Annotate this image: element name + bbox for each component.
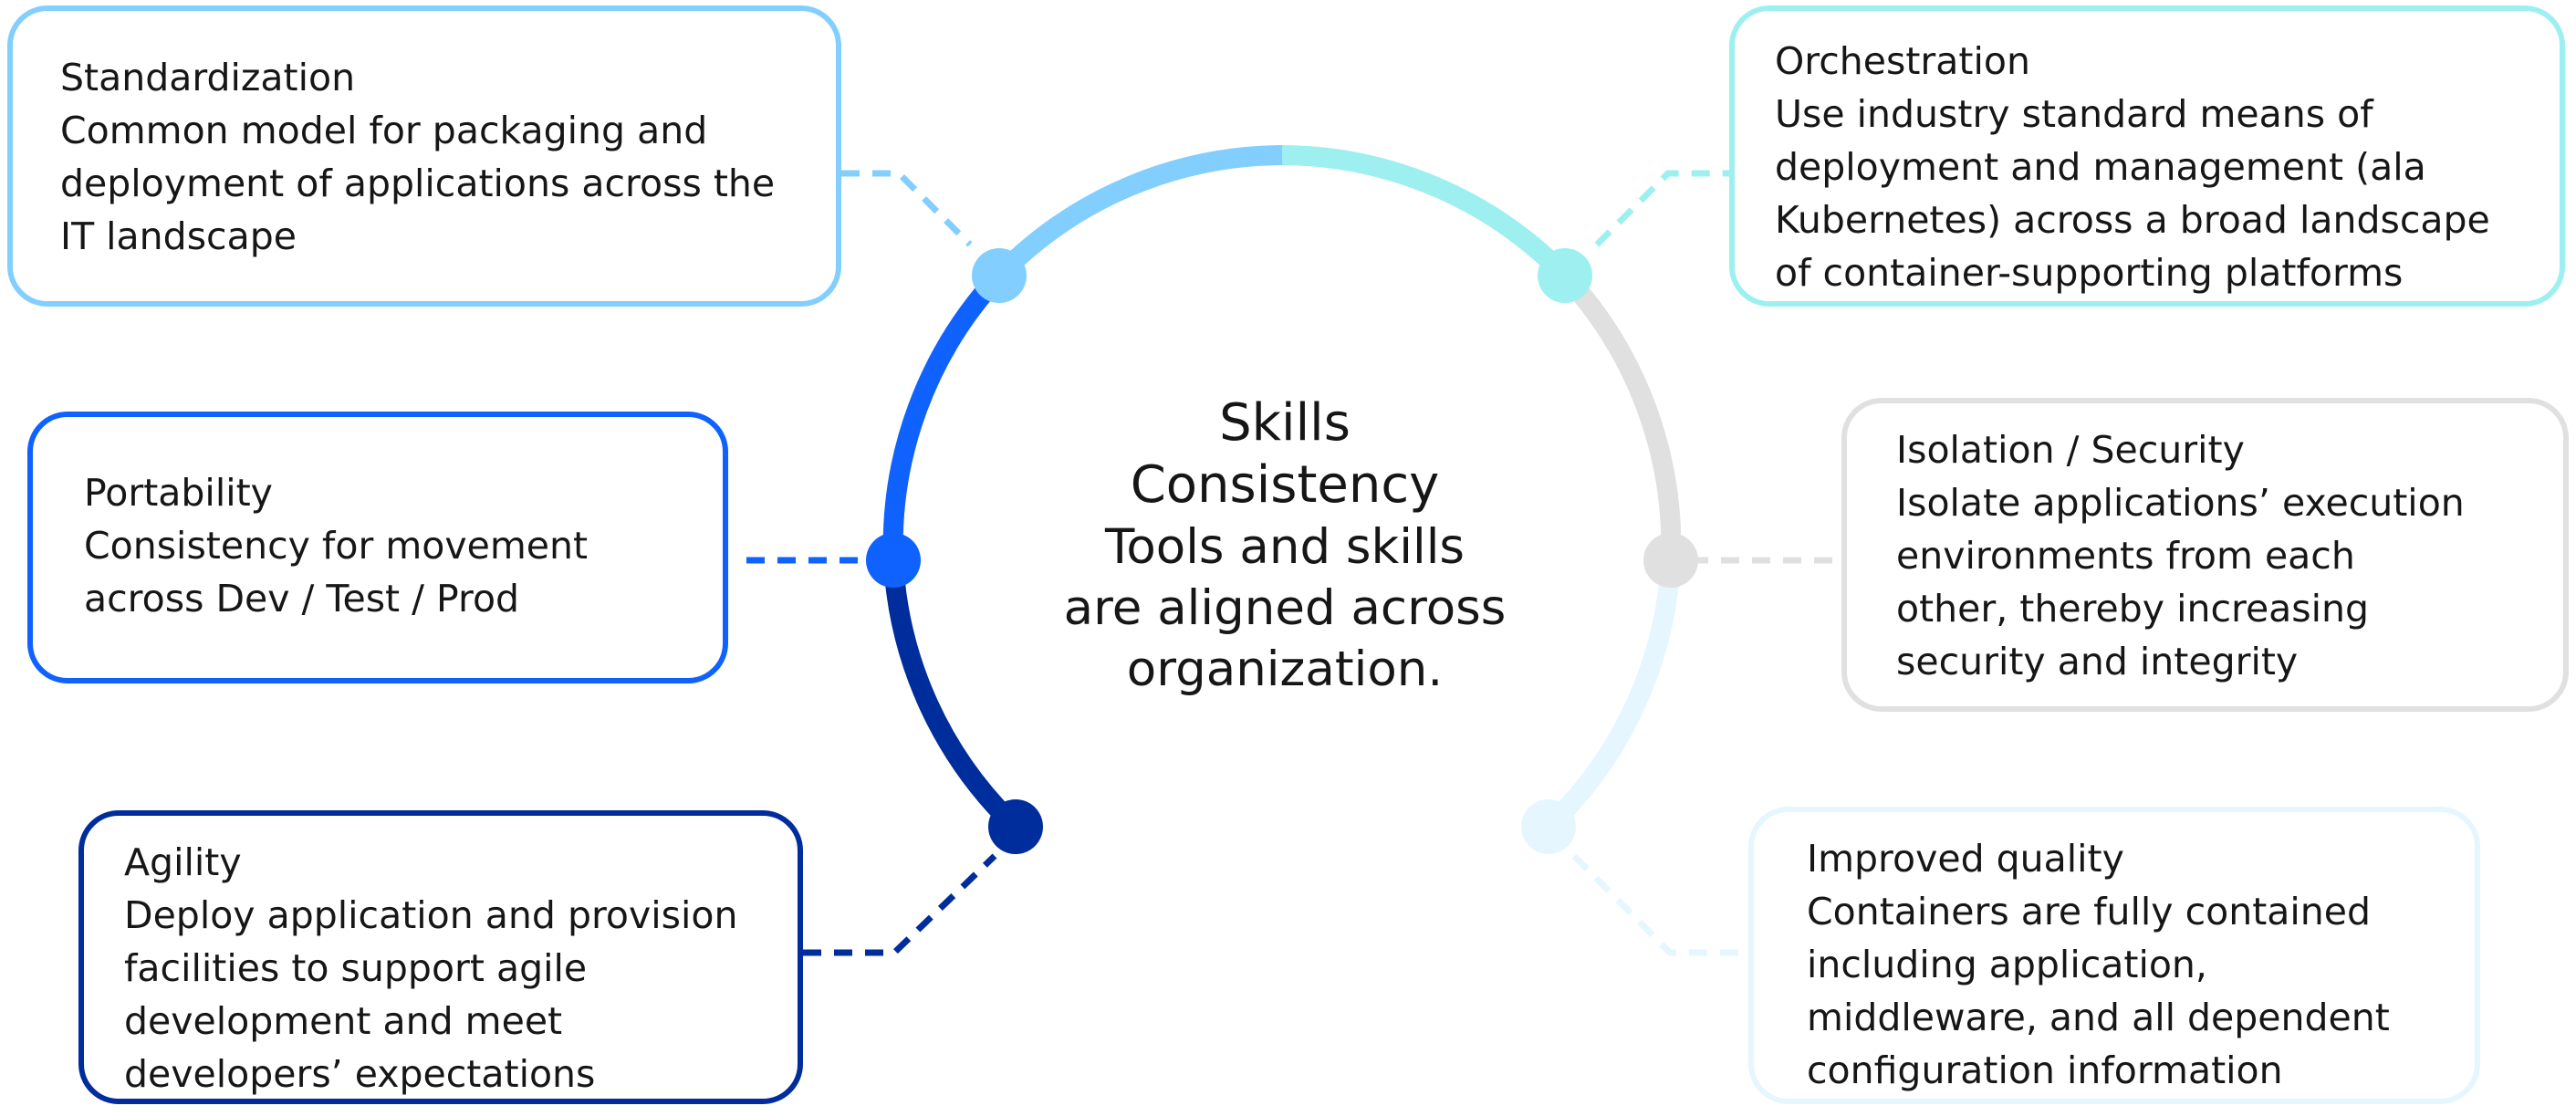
dot-orchestration bbox=[1538, 248, 1592, 303]
connector-orchestration bbox=[1594, 170, 1729, 247]
box-quality: Improved quality Containers are fully co… bbox=[1748, 807, 2480, 1104]
arc-portability bbox=[882, 268, 1007, 561]
arc-standardization bbox=[992, 145, 1283, 283]
portability-description: Consistency for movement across Dev / Te… bbox=[84, 524, 589, 621]
dot-quality bbox=[1521, 799, 1576, 854]
arc-quality bbox=[1541, 559, 1681, 834]
connector-standardization bbox=[841, 170, 973, 247]
arc-orchestration bbox=[1281, 145, 1572, 283]
arc-agility bbox=[883, 559, 1023, 834]
isolation-title: Isolation / Security bbox=[1896, 428, 2245, 472]
box-agility: Agility Deploy application and provision… bbox=[78, 810, 803, 1104]
arc-isolation bbox=[1557, 268, 1682, 561]
center-subtitle: Tools and skills are aligned across orga… bbox=[1063, 519, 1507, 697]
orchestration-title: Orchestration bbox=[1775, 39, 2030, 83]
orchestration-description: Use industry standard means of deploymen… bbox=[1775, 92, 2490, 295]
dot-isolation bbox=[1643, 533, 1698, 588]
agility-description: Deploy application and provision facilit… bbox=[124, 893, 738, 1096]
box-orchestration: Orchestration Use industry standard mean… bbox=[1729, 5, 2565, 307]
portability-title: Portability bbox=[84, 471, 273, 515]
quality-title: Improved quality bbox=[1807, 837, 2124, 881]
dot-portability bbox=[866, 533, 921, 588]
box-isolation: Isolation / Security Isolate application… bbox=[1841, 398, 2569, 712]
agility-title: Agility bbox=[124, 840, 242, 884]
dot-standardization bbox=[972, 248, 1027, 303]
standardization-title: Standardization bbox=[60, 56, 356, 99]
standardization-description: Common model for packaging and deploymen… bbox=[60, 109, 776, 258]
center-title: Skills Consistency bbox=[1130, 393, 1440, 515]
isolation-description: Isolate applications’ execution environm… bbox=[1896, 481, 2465, 683]
connector-agility bbox=[803, 853, 997, 956]
box-portability: Portability Consistency for movement acr… bbox=[27, 412, 728, 683]
connector-quality bbox=[1571, 853, 1748, 956]
center-label: Skills Consistency Tools and skills are … bbox=[1011, 330, 1559, 762]
box-standardization: Standardization Common model for packagi… bbox=[7, 5, 841, 307]
quality-description: Containers are fully contained including… bbox=[1807, 890, 2390, 1092]
dot-agility bbox=[988, 799, 1043, 854]
